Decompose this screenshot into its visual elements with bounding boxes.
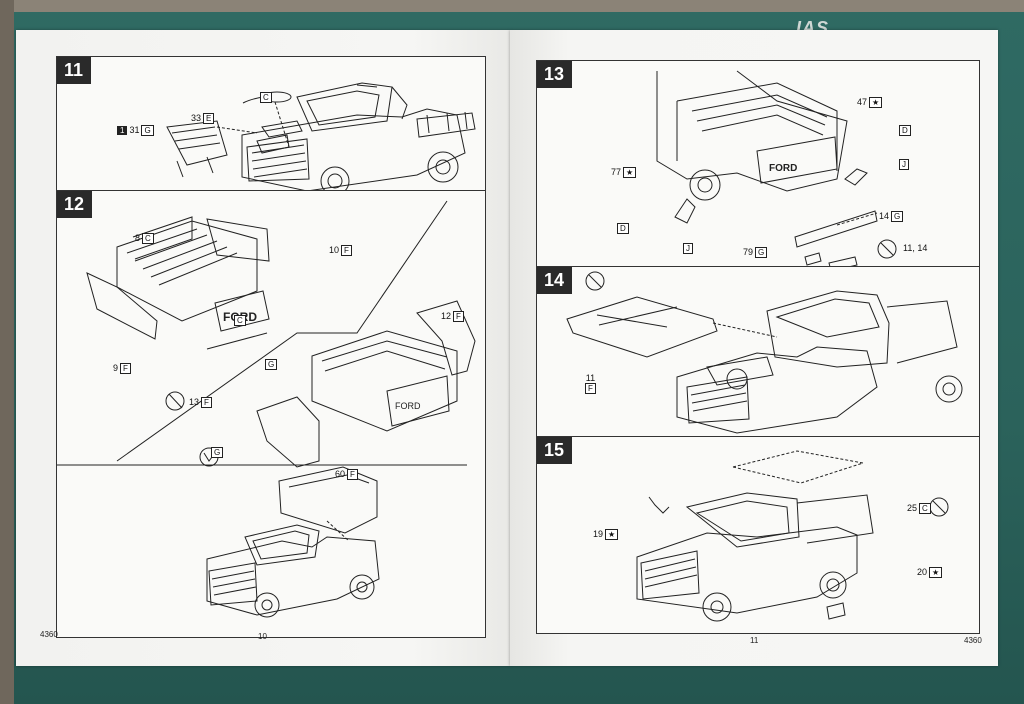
step-12-illustration: FORD FORD (57, 191, 485, 637)
svg-text:FORD: FORD (769, 163, 797, 174)
table-surface (0, 0, 1024, 12)
part-j-label: J (897, 159, 909, 170)
step-number: 13 (537, 61, 573, 88)
part-19-label: 19★ (593, 529, 619, 540)
step-number: 11 (57, 57, 92, 84)
part-11-label: 11 F (585, 373, 596, 394)
step-11-panel: 11 (56, 56, 486, 192)
part-d2-label: D (615, 223, 629, 234)
step-number: 12 (57, 191, 93, 218)
step-13-illustration: FORD (537, 61, 979, 267)
step-14-panel: 14 11 F (536, 266, 980, 438)
part-d-label: D (897, 125, 911, 136)
part-47-label: 47★ (857, 97, 883, 108)
footer-kit-number: 4360 (40, 630, 58, 639)
part-g-label: G (263, 359, 278, 370)
table-edge (0, 0, 14, 704)
step-11-illustration (57, 57, 485, 191)
step-15-illustration (537, 437, 979, 633)
part-20-label: 20★ (917, 567, 943, 578)
part-c-label: C (258, 92, 272, 103)
footer-page-number: 11 (750, 636, 759, 645)
parts-11-14-label: 11, 14 (903, 243, 928, 253)
footer-page-number: 10 (258, 632, 267, 641)
part-77-label: 77★ (611, 167, 637, 178)
step-number: 14 (537, 267, 573, 294)
svg-text:FORD: FORD (395, 401, 421, 411)
part-j2-label: J (681, 243, 693, 254)
part-c-label: C (232, 315, 246, 326)
part-g2-label: G (209, 447, 224, 458)
step-14-illustration (537, 267, 979, 437)
footer-kit-number: 4360 (964, 636, 982, 645)
instruction-page-left: 11 (16, 30, 510, 666)
step-number: 15 (537, 437, 573, 464)
step-12-panel: 12 FORD FORD (56, 190, 486, 638)
